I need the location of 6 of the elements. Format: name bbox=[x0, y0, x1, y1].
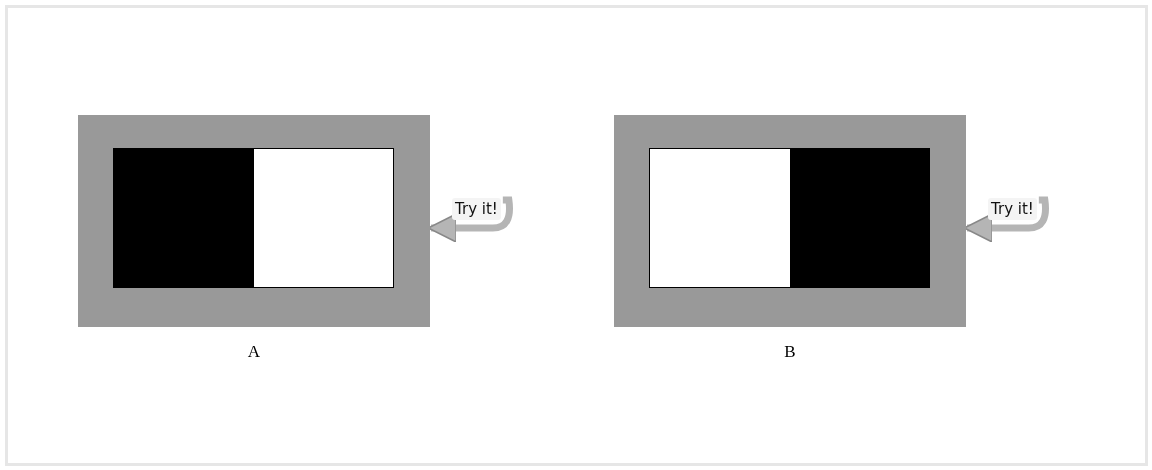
callout-text: Try it! bbox=[988, 198, 1037, 220]
picture-frame bbox=[78, 115, 430, 327]
picture-frame bbox=[614, 115, 966, 327]
panel-label: A bbox=[246, 342, 262, 362]
callout-text: Try it! bbox=[452, 198, 501, 220]
panel-label: B bbox=[783, 342, 797, 362]
